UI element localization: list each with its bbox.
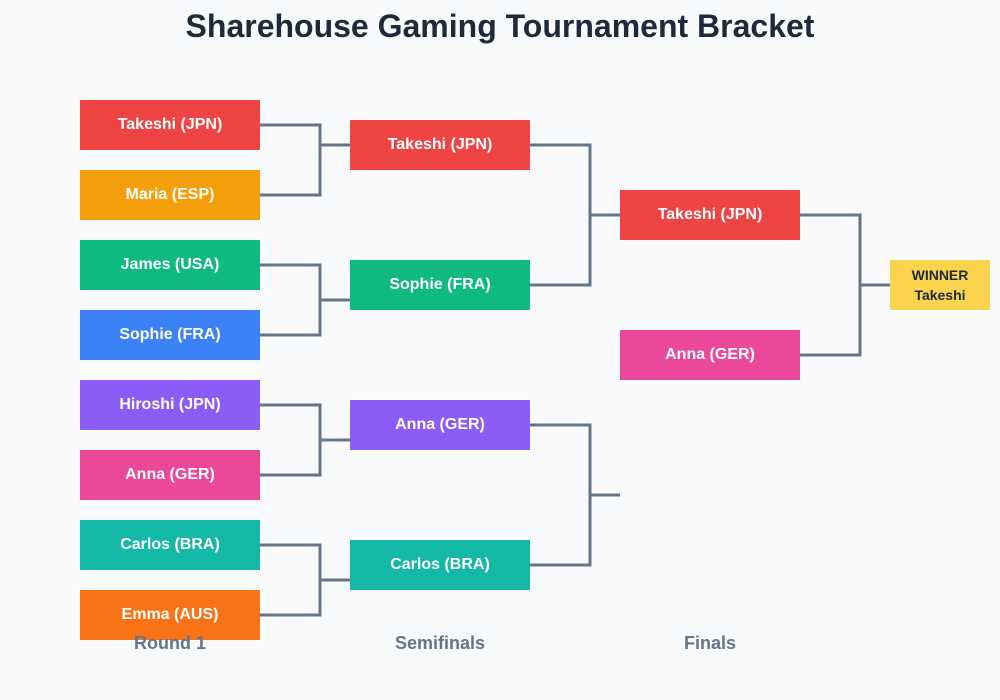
winner-name: Takeshi xyxy=(914,287,966,303)
round-label-semifinals: Semifinals xyxy=(394,633,486,653)
round1-slot: Hiroshi (JPN) xyxy=(80,380,260,430)
final-slot: Takeshi (JPN) xyxy=(620,190,800,240)
round1-slot: Sophie (FRA) xyxy=(80,310,260,360)
round-label-finals: Finals xyxy=(683,633,736,653)
round1-slot: Anna (GER) xyxy=(80,450,260,500)
round1-slot: James (USA) xyxy=(80,240,260,290)
winner-heading: WINNER xyxy=(911,267,969,283)
semifinal-slot: Takeshi (JPN) xyxy=(350,120,530,170)
page-title: Sharehouse Gaming Tournament Bracket xyxy=(185,8,815,44)
round1-slot: Carlos (BRA) xyxy=(80,520,260,570)
round1-slot: Emma (AUS) xyxy=(80,590,260,640)
semifinal-slot: Carlos (BRA) xyxy=(350,540,530,590)
round-label-round1: Round 1 xyxy=(134,633,206,653)
final-slot: Anna (GER) xyxy=(620,330,800,380)
round1-slot: Maria (ESP) xyxy=(80,170,260,220)
semifinal-slot: Sophie (FRA) xyxy=(350,260,530,310)
round1-slot: Takeshi (JPN) xyxy=(80,100,260,150)
semifinal-slot: Anna (GER) xyxy=(350,400,530,450)
winner-box: WINNER Takeshi xyxy=(890,260,990,310)
